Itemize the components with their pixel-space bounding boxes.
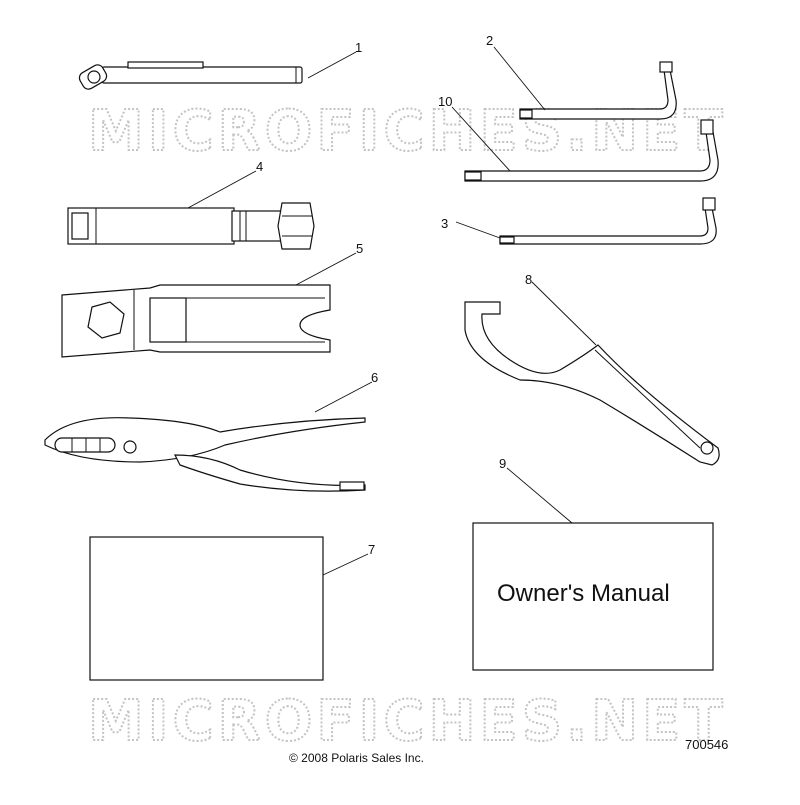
part-spark-plug-socket (67, 202, 315, 250)
part-pliers (44, 417, 366, 492)
callout-1: 1 (355, 40, 362, 55)
callout-10: 10 (438, 94, 452, 109)
callout-5: 5 (356, 241, 363, 256)
owners-manual-title: Owner's Manual (497, 580, 670, 607)
leader-lines (187, 46, 597, 576)
part-spanner-wrench (464, 301, 720, 466)
watermark-bottom: MICROFICHES.NET (88, 689, 727, 754)
part-hex-key-10 (464, 119, 719, 182)
callout-3: 3 (441, 216, 448, 231)
callout-8: 8 (525, 272, 532, 287)
copyright-text: © 2008 Polaris Sales Inc. (289, 751, 424, 765)
part-hex-key-3 (499, 197, 717, 245)
part-wrench (61, 284, 331, 358)
callout-6: 6 (371, 370, 378, 385)
callout-2: 2 (486, 33, 493, 48)
part-hex-key-2 (519, 61, 677, 120)
diagram-number: 700546 (685, 737, 728, 752)
part-tire-gauge (78, 61, 303, 90)
part-owners-manual: Owner's Manual (472, 522, 714, 671)
callout-9: 9 (499, 456, 506, 471)
part-card (89, 536, 324, 681)
callout-7: 7 (368, 542, 375, 557)
callout-4: 4 (256, 159, 263, 174)
